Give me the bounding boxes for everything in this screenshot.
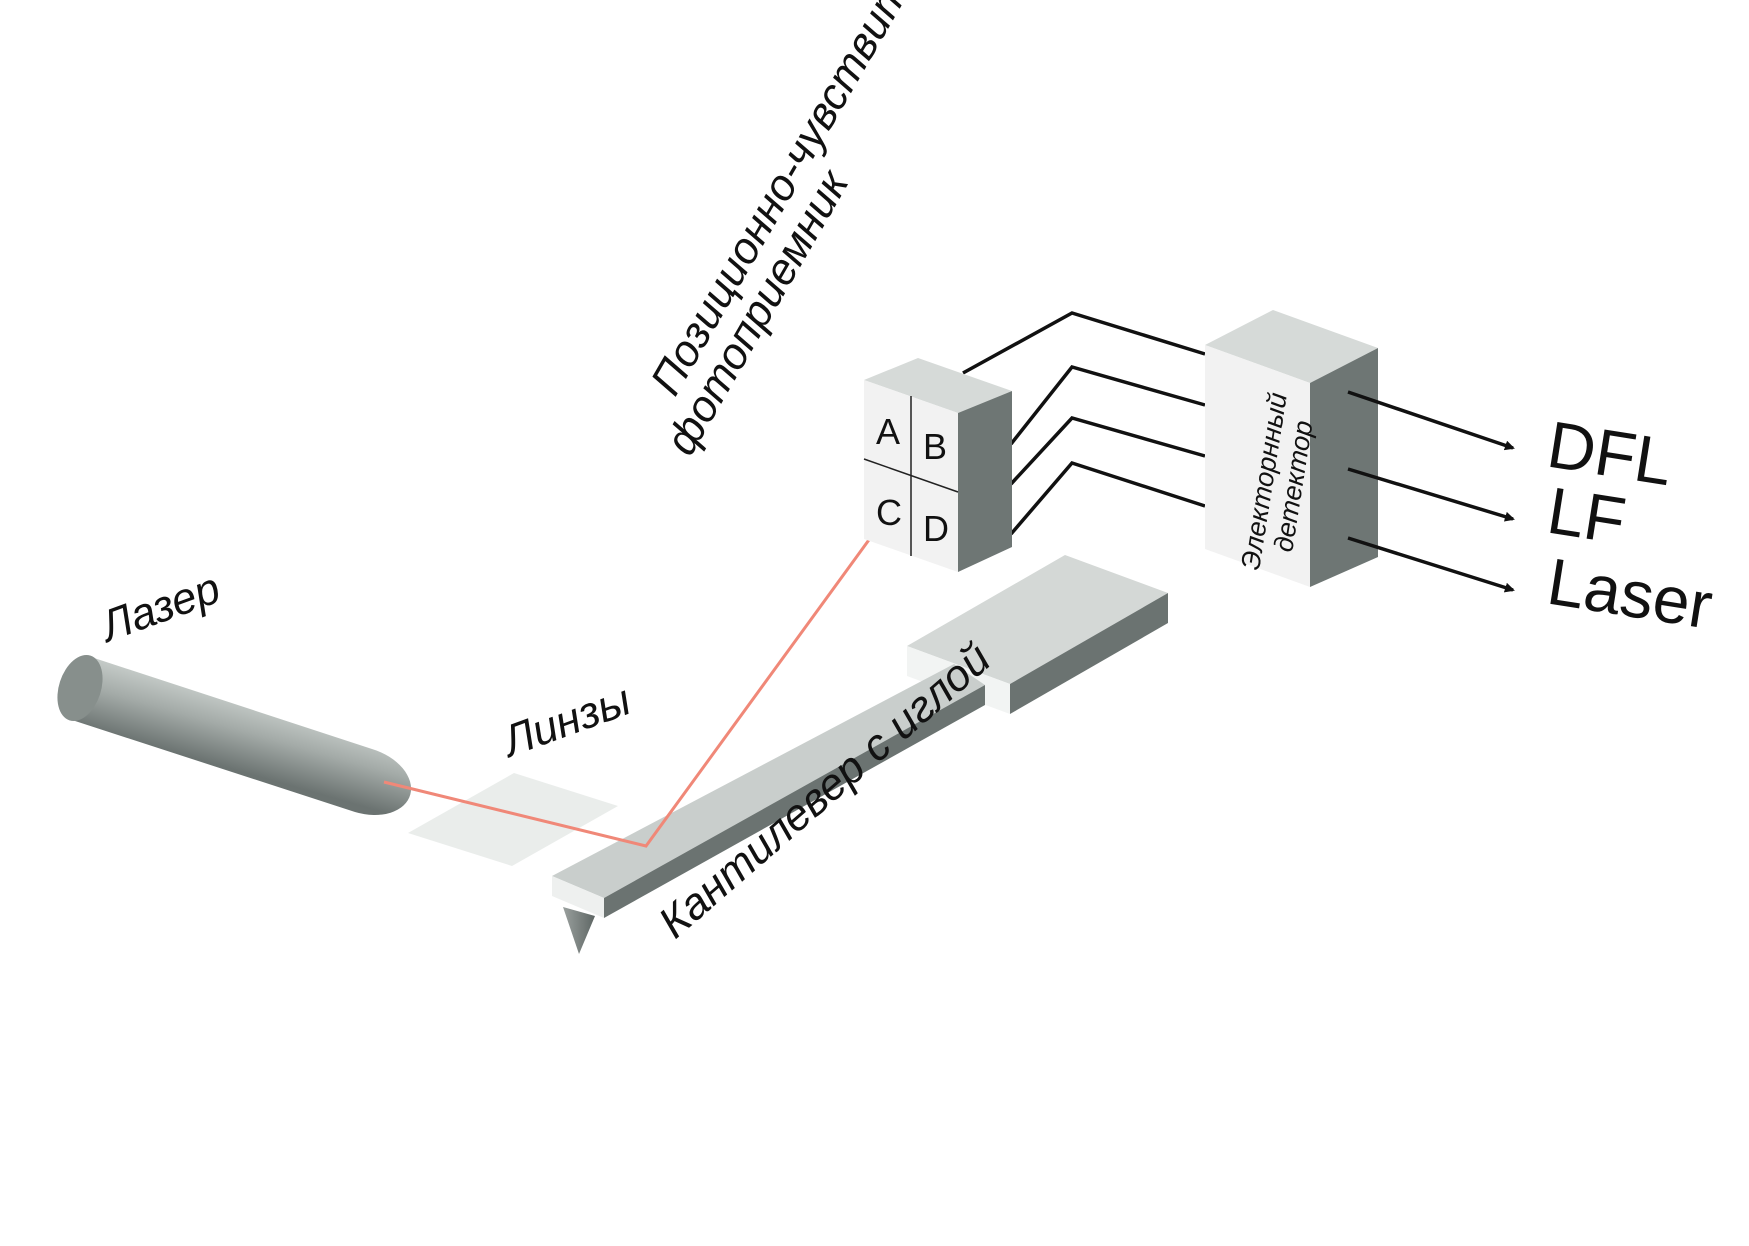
cantilever-tip (563, 907, 595, 954)
laser-beam (383, 477, 916, 848)
lenses-label: Линзы (494, 675, 637, 767)
signal-wires (962, 311, 1206, 536)
quadrant-d-label: D (923, 508, 949, 549)
output-label-lf: LF (1543, 473, 1631, 558)
quadrant-a-label: A (876, 411, 900, 452)
cantilever-label: Кантилевер с иглой (649, 634, 1000, 948)
laser-label: Лазер (92, 563, 227, 652)
output-label-laser: Laser (1543, 544, 1718, 643)
lens-plate (408, 773, 618, 866)
quadrant-c-label: C (876, 492, 902, 533)
output-arrows (1347, 390, 1515, 593)
quadrant-b-label: B (923, 426, 947, 467)
electronic-detector-box (1205, 310, 1378, 587)
photodetector-box (863, 358, 1012, 572)
cantilever-beam (552, 664, 985, 918)
laser-cylinder (57, 655, 412, 815)
